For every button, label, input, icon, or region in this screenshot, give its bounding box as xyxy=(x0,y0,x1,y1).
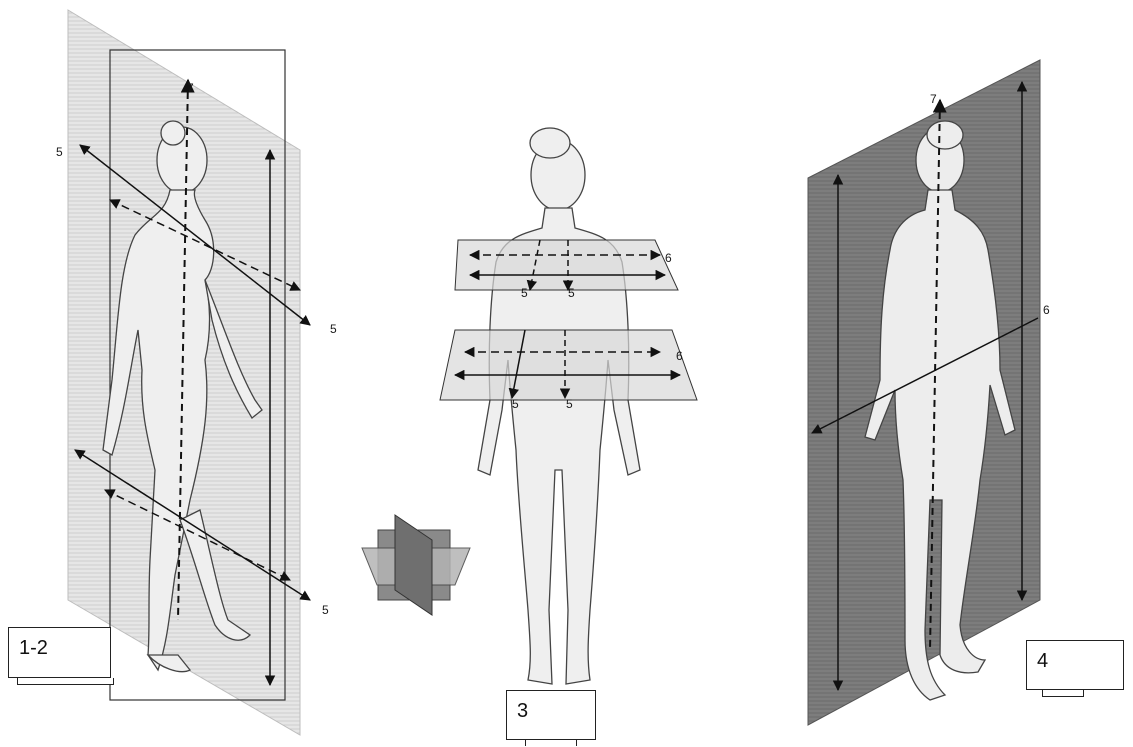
sagittal-top-number: 7 xyxy=(187,81,194,95)
upper-transverse-left-number: 5 xyxy=(521,286,528,300)
panel-label-3: 3 xyxy=(506,690,596,740)
lower-transverse-right-number: 6 xyxy=(676,349,683,363)
frontal-top-number: 7 xyxy=(930,92,937,106)
panel-label-4: 4 xyxy=(1026,640,1124,690)
transverse-plane-figure: 6 5 5 6 5 5 xyxy=(440,128,697,684)
female-figure-front xyxy=(478,128,640,684)
frontal-plane-figure: 7 6 xyxy=(808,60,1050,725)
panel-label-3-text: 3 xyxy=(517,700,528,722)
upper-transverse-mid-number: 5 xyxy=(568,286,575,300)
upper-transverse-plane xyxy=(455,240,678,290)
upper-transverse-right-number: 6 xyxy=(665,251,672,265)
panel-label-1-2: 1-2 xyxy=(8,627,111,678)
planes-orientation-icon xyxy=(362,515,470,615)
lower-transverse-left-number: 5 xyxy=(512,397,519,411)
sagittal-lower-right-number: 5 xyxy=(322,603,329,617)
sagittal-upper-left-number: 5 xyxy=(56,145,63,159)
lower-transverse-plane xyxy=(440,330,697,400)
frontal-arrow-number: 6 xyxy=(1043,303,1050,317)
panel-label-4-text: 4 xyxy=(1037,650,1048,672)
lower-transverse-mid-number: 5 xyxy=(566,397,573,411)
sagittal-upper-right-number: 5 xyxy=(330,322,337,336)
panel-label-1-2-text: 1-2 xyxy=(19,637,48,659)
